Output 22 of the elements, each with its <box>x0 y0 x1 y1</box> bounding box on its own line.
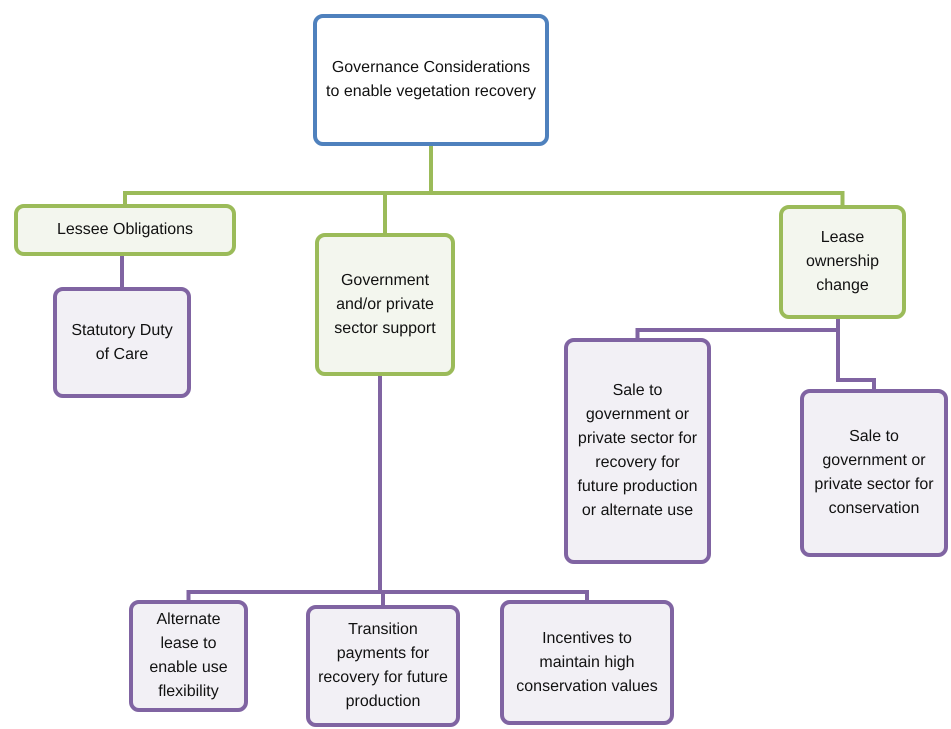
category-box <box>14 204 236 256</box>
node-label: Governance Considerations to enable vegetation recovery <box>325 58 537 102</box>
option-box <box>564 338 711 564</box>
option-box <box>129 600 248 712</box>
node-label: Alternate lease to enable use flexibility <box>148 610 229 702</box>
node-label: Sale to government or private sector for conservation <box>813 427 935 519</box>
root-box <box>313 14 549 146</box>
option-box <box>306 605 460 727</box>
option-box <box>500 600 674 725</box>
category-box <box>779 205 906 319</box>
node-label: Incentives to maintain high conservation values <box>515 628 659 696</box>
node-label: Transition payments for recovery for future production <box>317 620 449 712</box>
connector-line <box>429 146 844 205</box>
node-label: Lessee Obligations <box>56 220 194 240</box>
option-box <box>53 287 191 398</box>
category-box <box>315 233 455 376</box>
node-label: Government and/or private sector support <box>333 270 437 338</box>
option-box <box>800 389 948 557</box>
connector-line <box>120 256 124 287</box>
node-label: Lease ownership change <box>805 228 880 296</box>
node-label: Statutory Duty of Care <box>70 320 174 364</box>
node-label: Sale to government or private sector for recovery for future production or alternate use <box>576 381 699 521</box>
